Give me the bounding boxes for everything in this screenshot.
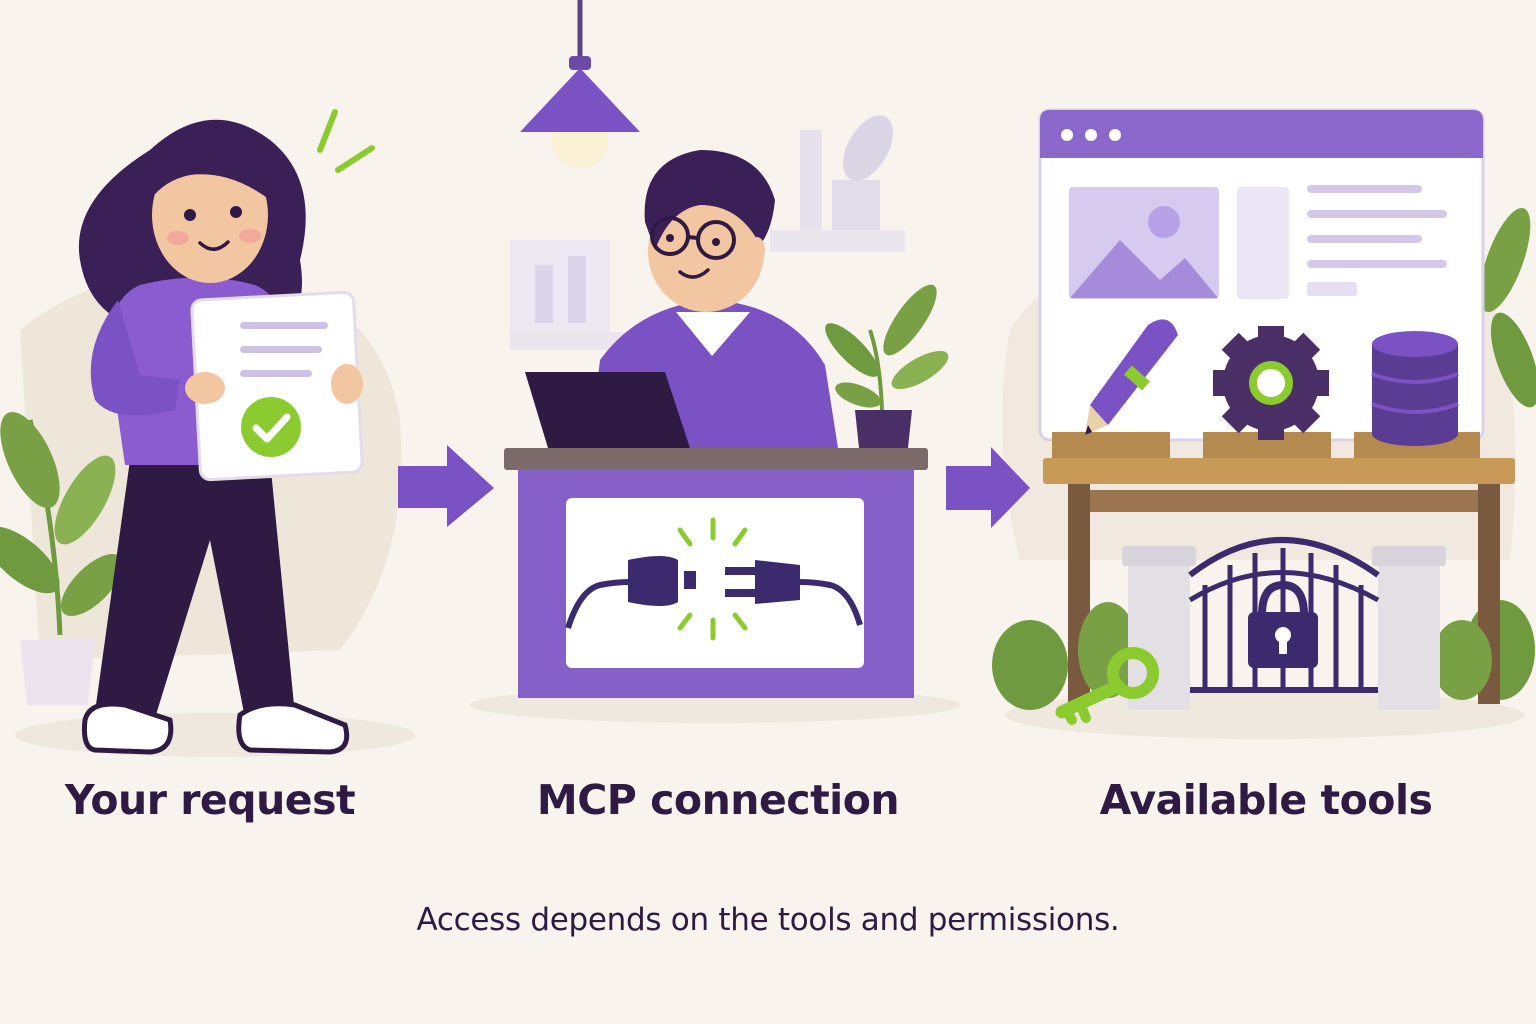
wall-shelves bbox=[510, 115, 905, 350]
laptop-icon bbox=[525, 372, 690, 448]
key-icon bbox=[1055, 647, 1159, 725]
desk bbox=[504, 448, 928, 698]
bushes bbox=[992, 602, 1492, 710]
stage-label-mcp-connection: MCP connection bbox=[536, 776, 900, 824]
ceiling-lamp-icon bbox=[520, 0, 640, 168]
stage-label-available-tools: Available tools bbox=[1099, 776, 1433, 824]
desk-plant bbox=[825, 284, 949, 448]
gate-with-lock-icon bbox=[1122, 537, 1446, 710]
caption: Access depends on the tools and permissi… bbox=[416, 902, 1120, 938]
request-document-icon bbox=[185, 290, 364, 482]
plug-connection-icon bbox=[565, 517, 863, 641]
left-plant bbox=[0, 411, 124, 705]
gear-icon bbox=[1213, 326, 1329, 440]
database-icon bbox=[1371, 331, 1459, 446]
arrow-right-icon-2 bbox=[946, 447, 1030, 528]
arrow-right-icon-1 bbox=[398, 445, 494, 527]
pencil-icon bbox=[1085, 319, 1178, 435]
stage-label-your-request: Your request bbox=[64, 776, 356, 824]
